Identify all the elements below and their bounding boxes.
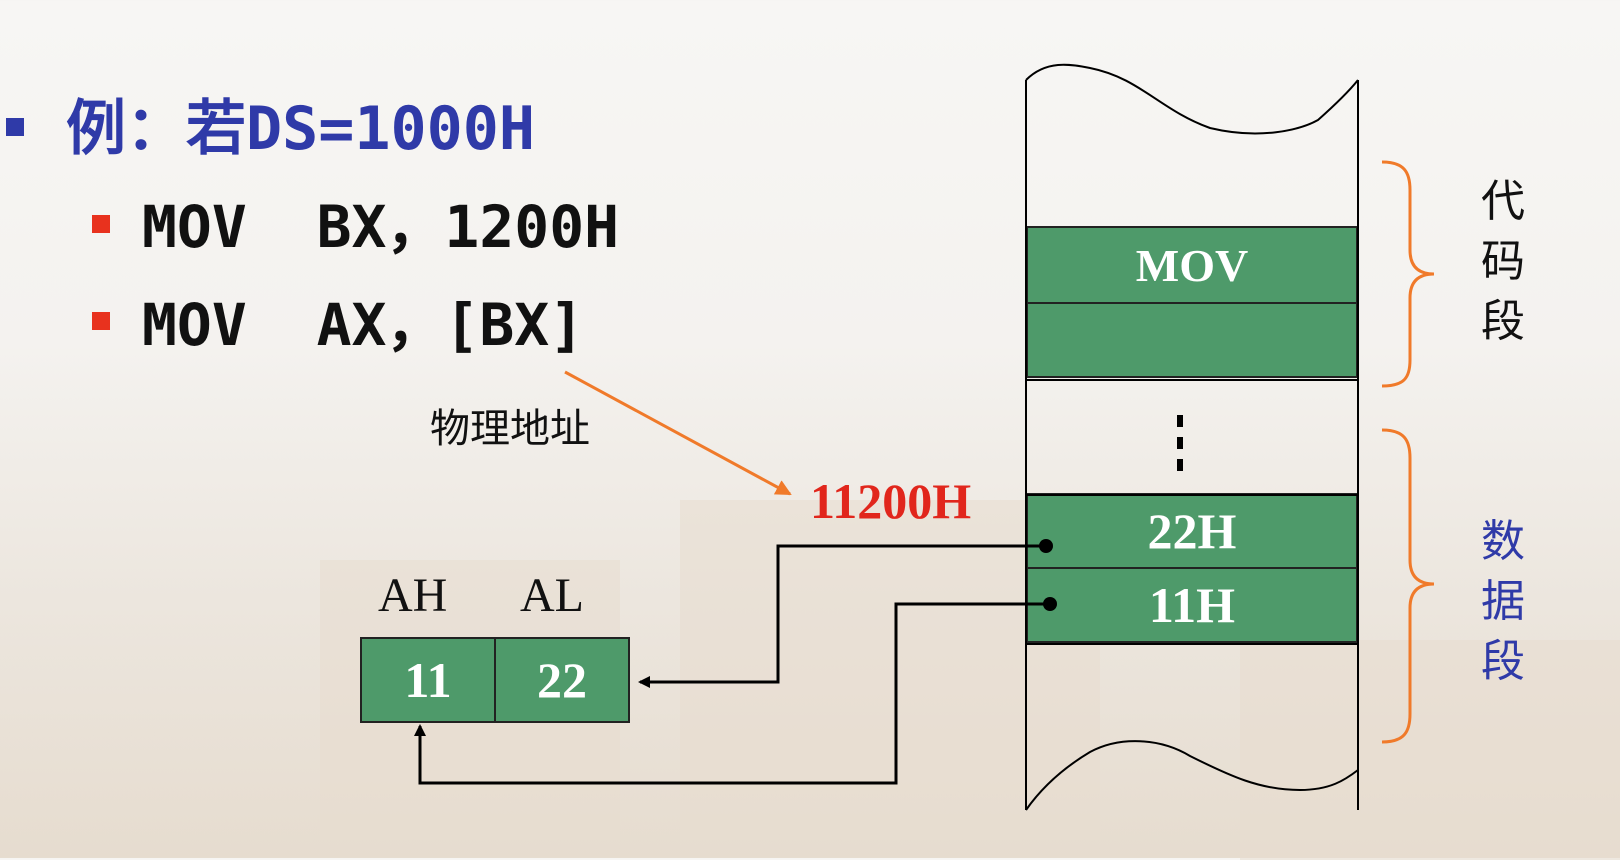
data-seg-char-2: 据	[1481, 576, 1525, 627]
data-segment-brace	[1381, 428, 1435, 744]
memory-cell-empty	[1026, 302, 1358, 378]
data-segment-label: 数 据 段	[1478, 512, 1528, 692]
background-building	[1240, 640, 1620, 860]
memory-column	[1025, 63, 1359, 811]
instruction-1: MOV BX，1200H	[142, 193, 620, 261]
code-seg-char-3: 段	[1481, 296, 1525, 347]
code-segment-brace	[1381, 160, 1435, 388]
data-seg-char-3: 段	[1481, 636, 1525, 687]
address-value: 11200H	[810, 473, 972, 529]
register-low-cell: 22	[494, 637, 630, 723]
register-high-cell: 11	[360, 637, 496, 723]
data-seg-char-1: 数	[1481, 516, 1525, 567]
main-bullet	[6, 118, 24, 136]
instruction-2: MOV AX，[BX]	[142, 291, 585, 359]
sub-bullet-1	[92, 215, 110, 233]
physical-address-label: 物理地址	[430, 406, 590, 452]
register-high-name: AH	[378, 569, 448, 622]
memory-cell-mov: MOV	[1026, 226, 1358, 304]
physical-address-arrow	[564, 370, 792, 496]
sub-bullet-2	[92, 312, 110, 330]
code-segment-label: 代 码 段	[1478, 172, 1528, 352]
path-11h-to-ah	[414, 597, 1057, 785]
code-seg-char-1: 代	[1481, 176, 1525, 227]
code-seg-char-2: 码	[1481, 236, 1525, 287]
memory-cell-11h: 11H	[1026, 567, 1358, 643]
example-line: 例：若DS=1000H	[66, 94, 535, 164]
register-low-name: AL	[520, 569, 584, 622]
path-22h-to-al	[638, 539, 1053, 688]
